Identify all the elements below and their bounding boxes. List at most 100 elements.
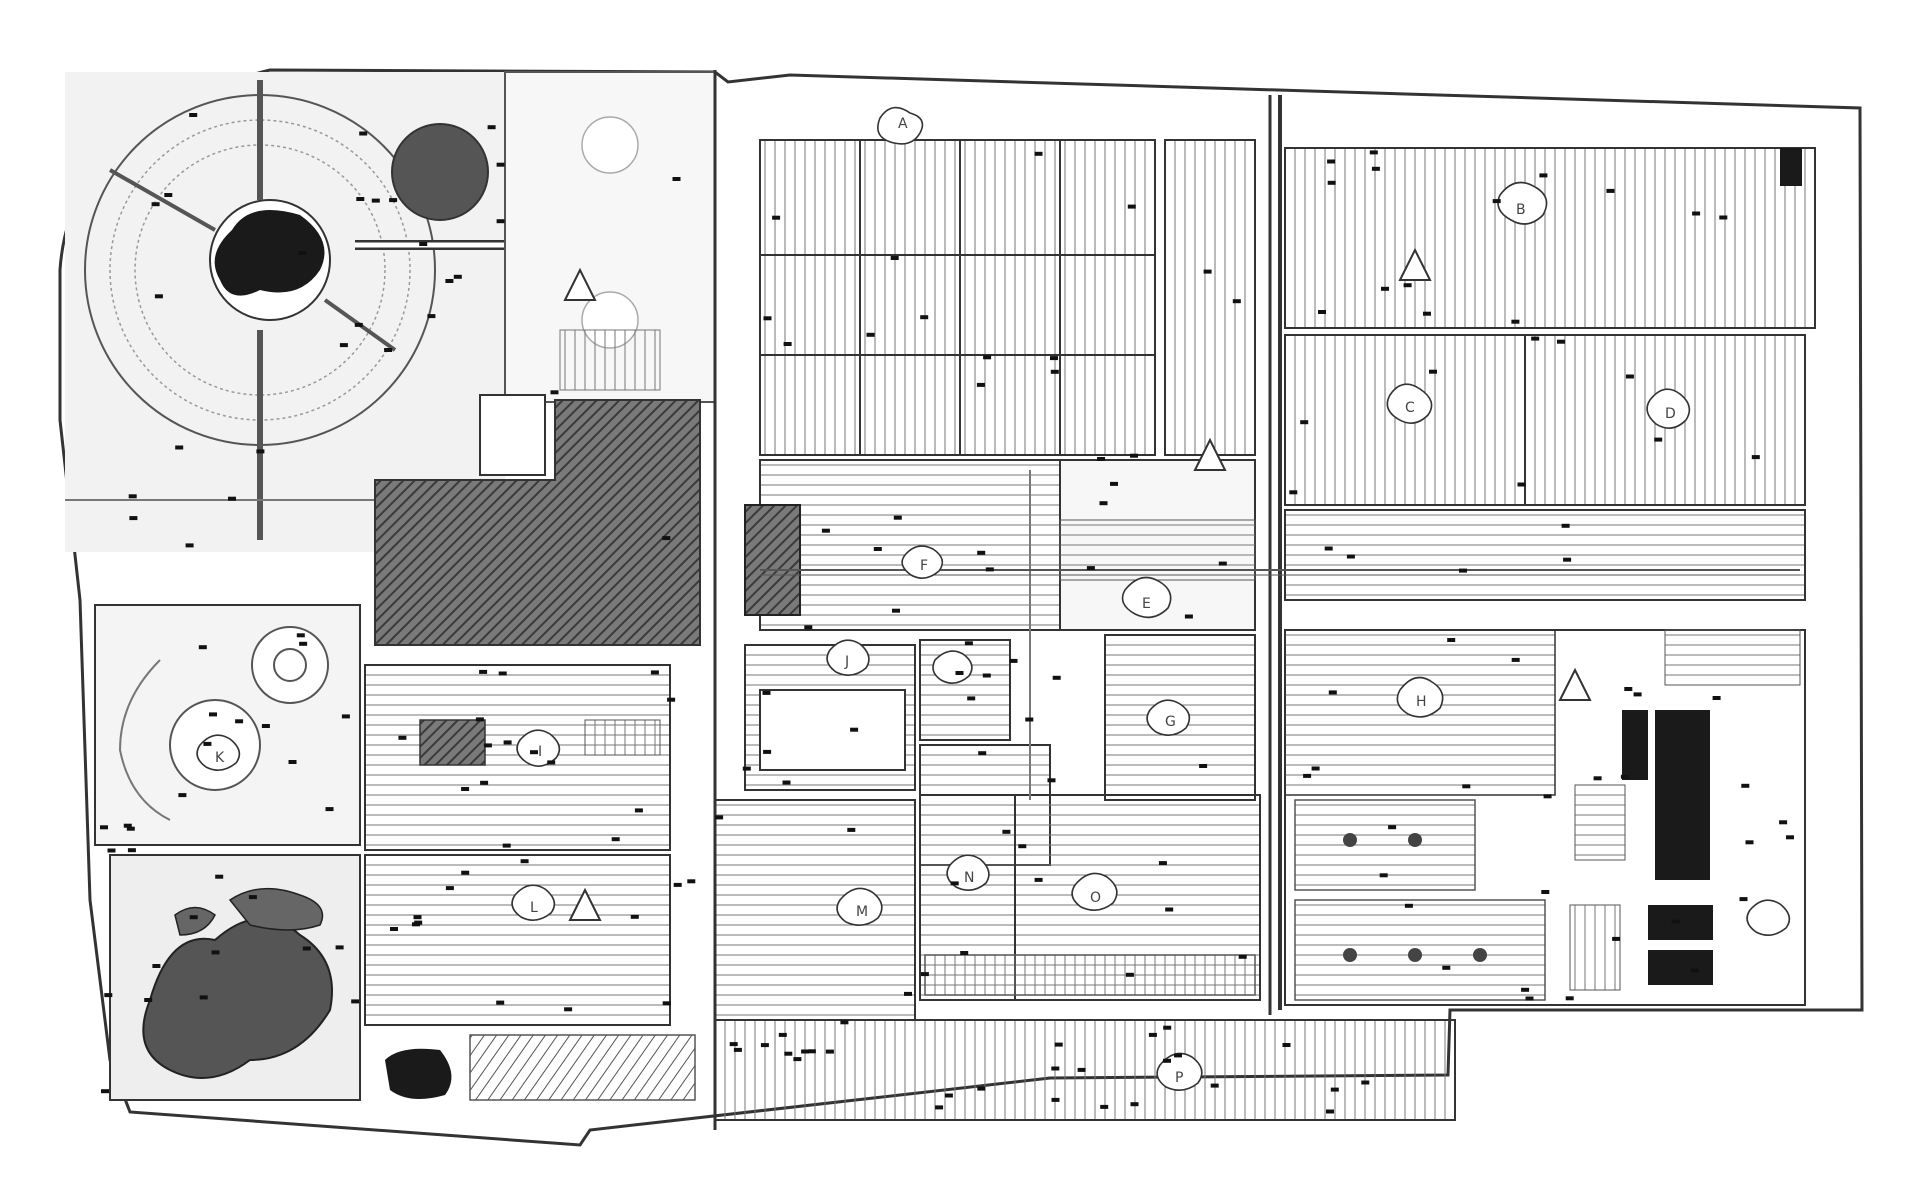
- zone-label-n: N: [964, 870, 974, 886]
- tick-marker: [1034, 877, 1043, 882]
- tick-marker: [1099, 501, 1108, 506]
- tick-marker: [1690, 968, 1699, 973]
- tick-marker: [1002, 829, 1011, 834]
- tick-marker: [630, 914, 639, 919]
- tick-marker: [502, 843, 511, 848]
- tick-marker: [1517, 482, 1526, 487]
- tick-marker: [1593, 776, 1602, 781]
- tick-marker: [1633, 692, 1642, 697]
- tick-marker: [1130, 1102, 1139, 1107]
- tick-marker: [1025, 717, 1034, 722]
- tick-marker: [1612, 936, 1621, 941]
- tick-marker: [1163, 1025, 1172, 1030]
- tick-marker: [1404, 903, 1413, 908]
- tick-marker: [1525, 996, 1534, 1001]
- tick-marker: [784, 1051, 793, 1056]
- tick-marker: [302, 946, 311, 951]
- tick-marker: [354, 322, 363, 327]
- tick-marker: [1620, 774, 1629, 779]
- tick-marker: [475, 717, 484, 722]
- tick-marker: [154, 294, 163, 299]
- tick-marker: [1539, 173, 1548, 178]
- tick-marker: [178, 793, 187, 798]
- tick-marker: [339, 343, 348, 348]
- tick-marker: [398, 735, 407, 740]
- tick-marker: [1361, 1080, 1370, 1085]
- tick-marker: [384, 348, 393, 352]
- tick-marker: [733, 1047, 742, 1052]
- tick-marker: [1654, 437, 1663, 442]
- tick-marker: [414, 920, 423, 925]
- left-middle-garden: [94, 604, 361, 846]
- tick-marker: [1423, 311, 1431, 316]
- tick-marker: [203, 741, 212, 746]
- tick-marker: [461, 870, 470, 875]
- tick-marker: [1303, 773, 1312, 778]
- tick-marker: [955, 671, 964, 675]
- tick-marker: [427, 314, 436, 319]
- lower-left-beds: [364, 664, 671, 1026]
- tick-marker: [1050, 369, 1059, 374]
- tick-marker: [1158, 861, 1167, 866]
- tick-marker: [298, 251, 307, 255]
- tick-marker: [1232, 299, 1241, 304]
- tick-marker: [341, 714, 350, 719]
- tick-marker: [1346, 554, 1355, 559]
- tick-marker: [1531, 336, 1540, 341]
- tick-marker: [550, 390, 559, 395]
- tick-marker: [904, 991, 912, 996]
- tick-marker: [778, 1032, 787, 1037]
- zone-label-l: L: [530, 900, 538, 916]
- tick-marker: [1739, 897, 1748, 902]
- tick-marker: [1086, 566, 1095, 571]
- tick-marker: [1442, 965, 1451, 970]
- zone-label-e: E: [1142, 596, 1151, 612]
- tick-marker: [100, 825, 108, 830]
- tick-marker: [453, 274, 462, 279]
- tick-marker: [1218, 561, 1227, 566]
- zone-label-o: O: [1090, 890, 1101, 906]
- tick-marker: [1018, 844, 1027, 849]
- tick-marker: [496, 219, 505, 224]
- tick-marker: [1327, 180, 1336, 185]
- tick-marker: [1238, 954, 1247, 959]
- tick-marker: [1692, 211, 1701, 216]
- tick-marker: [825, 1049, 834, 1054]
- tick-marker: [215, 874, 224, 879]
- tick-marker: [151, 202, 160, 207]
- tick-marker: [1052, 675, 1061, 680]
- tick-marker: [763, 749, 772, 754]
- tick-marker: [1492, 199, 1501, 204]
- tick-marker: [715, 815, 724, 820]
- dark-hatched-plaza: [374, 399, 701, 646]
- tick-marker: [801, 1049, 810, 1054]
- tick-marker: [673, 882, 682, 887]
- tick-marker: [520, 859, 529, 864]
- tick-marker: [866, 332, 875, 337]
- tick-marker: [662, 1001, 671, 1006]
- zone-label-k: K: [215, 750, 225, 766]
- tick-marker: [248, 895, 257, 900]
- tick-marker: [1511, 657, 1520, 662]
- tick-marker: [1462, 784, 1471, 789]
- pond-circle: [391, 123, 489, 221]
- tick-marker: [547, 760, 556, 765]
- tick-marker: [1741, 783, 1750, 788]
- tick-marker: [1165, 907, 1174, 912]
- tick-marker: [935, 1105, 944, 1110]
- tick-marker: [804, 625, 813, 630]
- tick-marker: [742, 766, 751, 771]
- tick-marker: [1521, 987, 1530, 992]
- tick-marker: [127, 848, 136, 853]
- tick-marker: [1163, 1058, 1171, 1063]
- circulation-paths: [713, 70, 1800, 1130]
- tick-marker: [564, 1007, 573, 1012]
- zone-label-d: D: [1665, 406, 1676, 422]
- tick-marker: [1403, 283, 1412, 288]
- tick-marker: [763, 316, 772, 321]
- tick-marker: [359, 131, 368, 136]
- tick-marker: [296, 633, 305, 638]
- tick-marker: [985, 567, 994, 572]
- tick-marker: [1050, 356, 1058, 361]
